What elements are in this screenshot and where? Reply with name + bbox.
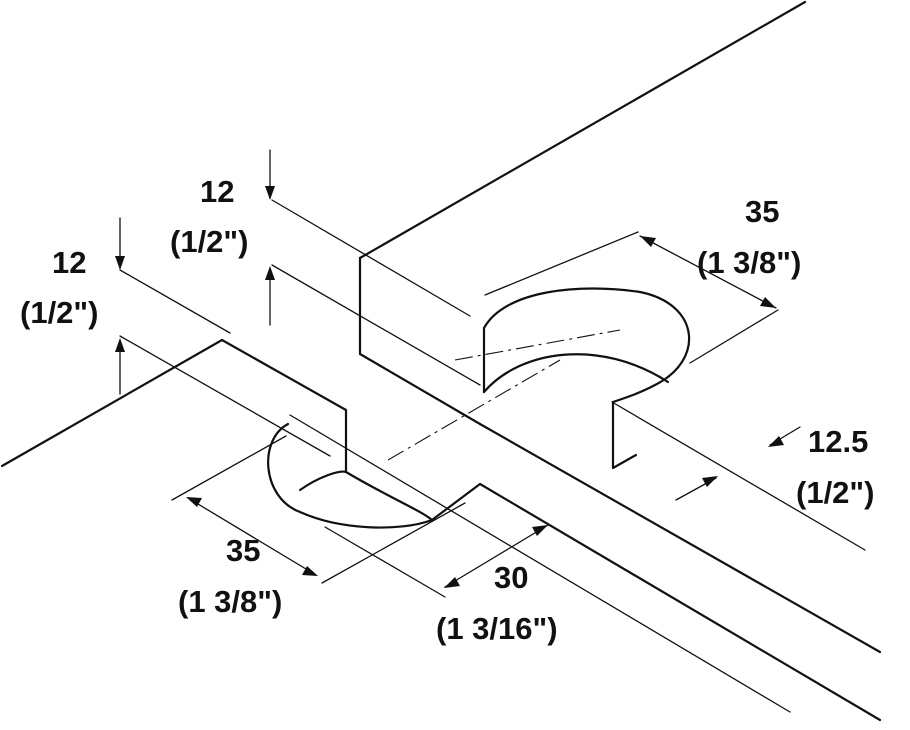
- lower-board-left-edge: [0, 338, 224, 468]
- upper-cup-bore: [482, 287, 691, 404]
- top-cup-diameter-imperial-label: (1 3/8"): [697, 245, 801, 280]
- top-depth-metric-label: 12: [200, 174, 234, 209]
- bottom-spacing-metric-label: 30: [494, 560, 528, 595]
- dim-left-depth: [115, 217, 331, 457]
- dim-bottom-cup-diameter: [171, 435, 466, 584]
- lower-cup-inner: [344, 470, 434, 522]
- dim-top-edge-offset: [611, 401, 866, 551]
- upper-board-front-face: [358, 256, 482, 426]
- lower-board-cup-notch: [430, 482, 882, 722]
- top-depth-imperial-label: (1/2"): [170, 224, 248, 259]
- left-depth-metric-label: 12: [52, 245, 86, 280]
- lower-cup-bottom: [298, 470, 348, 492]
- bottom-spacing-imperial-label: (1 3/16"): [436, 611, 558, 646]
- upper-cup-rim: [482, 287, 691, 404]
- upper-board-right-face: [478, 422, 882, 654]
- lower-cup-rim: [267, 422, 434, 529]
- dim-bottom-spacing: [324, 524, 549, 598]
- cup-axis-line: [289, 414, 791, 713]
- dim-top-depth: [265, 149, 481, 386]
- lower-cup-bore: [267, 422, 434, 529]
- dim-top-cup-diameter: [484, 231, 779, 364]
- left-depth-imperial-label: (1/2"): [20, 295, 98, 330]
- upper-board: [358, 0, 882, 654]
- top-edge-offset-metric-label: 12.5: [808, 424, 868, 459]
- upper-board-top-edge: [358, 0, 807, 260]
- upper-cup-centerline: [454, 329, 621, 361]
- upper-board-cup-notch: [611, 400, 638, 470]
- top-cup-diameter-metric-label: 35: [745, 194, 779, 229]
- lower-board-step: [220, 338, 348, 474]
- lower-cup-centerline: [387, 359, 561, 461]
- lower-board: [0, 338, 882, 722]
- bottom-cup-diameter-imperial-label: (1 3/8"): [178, 584, 282, 619]
- upper-cup-bottom: [482, 353, 670, 394]
- center-lines: [289, 329, 791, 713]
- bottom-cup-diameter-metric-label: 35: [226, 533, 260, 568]
- top-edge-offset-imperial-label: (1/2"): [796, 475, 874, 510]
